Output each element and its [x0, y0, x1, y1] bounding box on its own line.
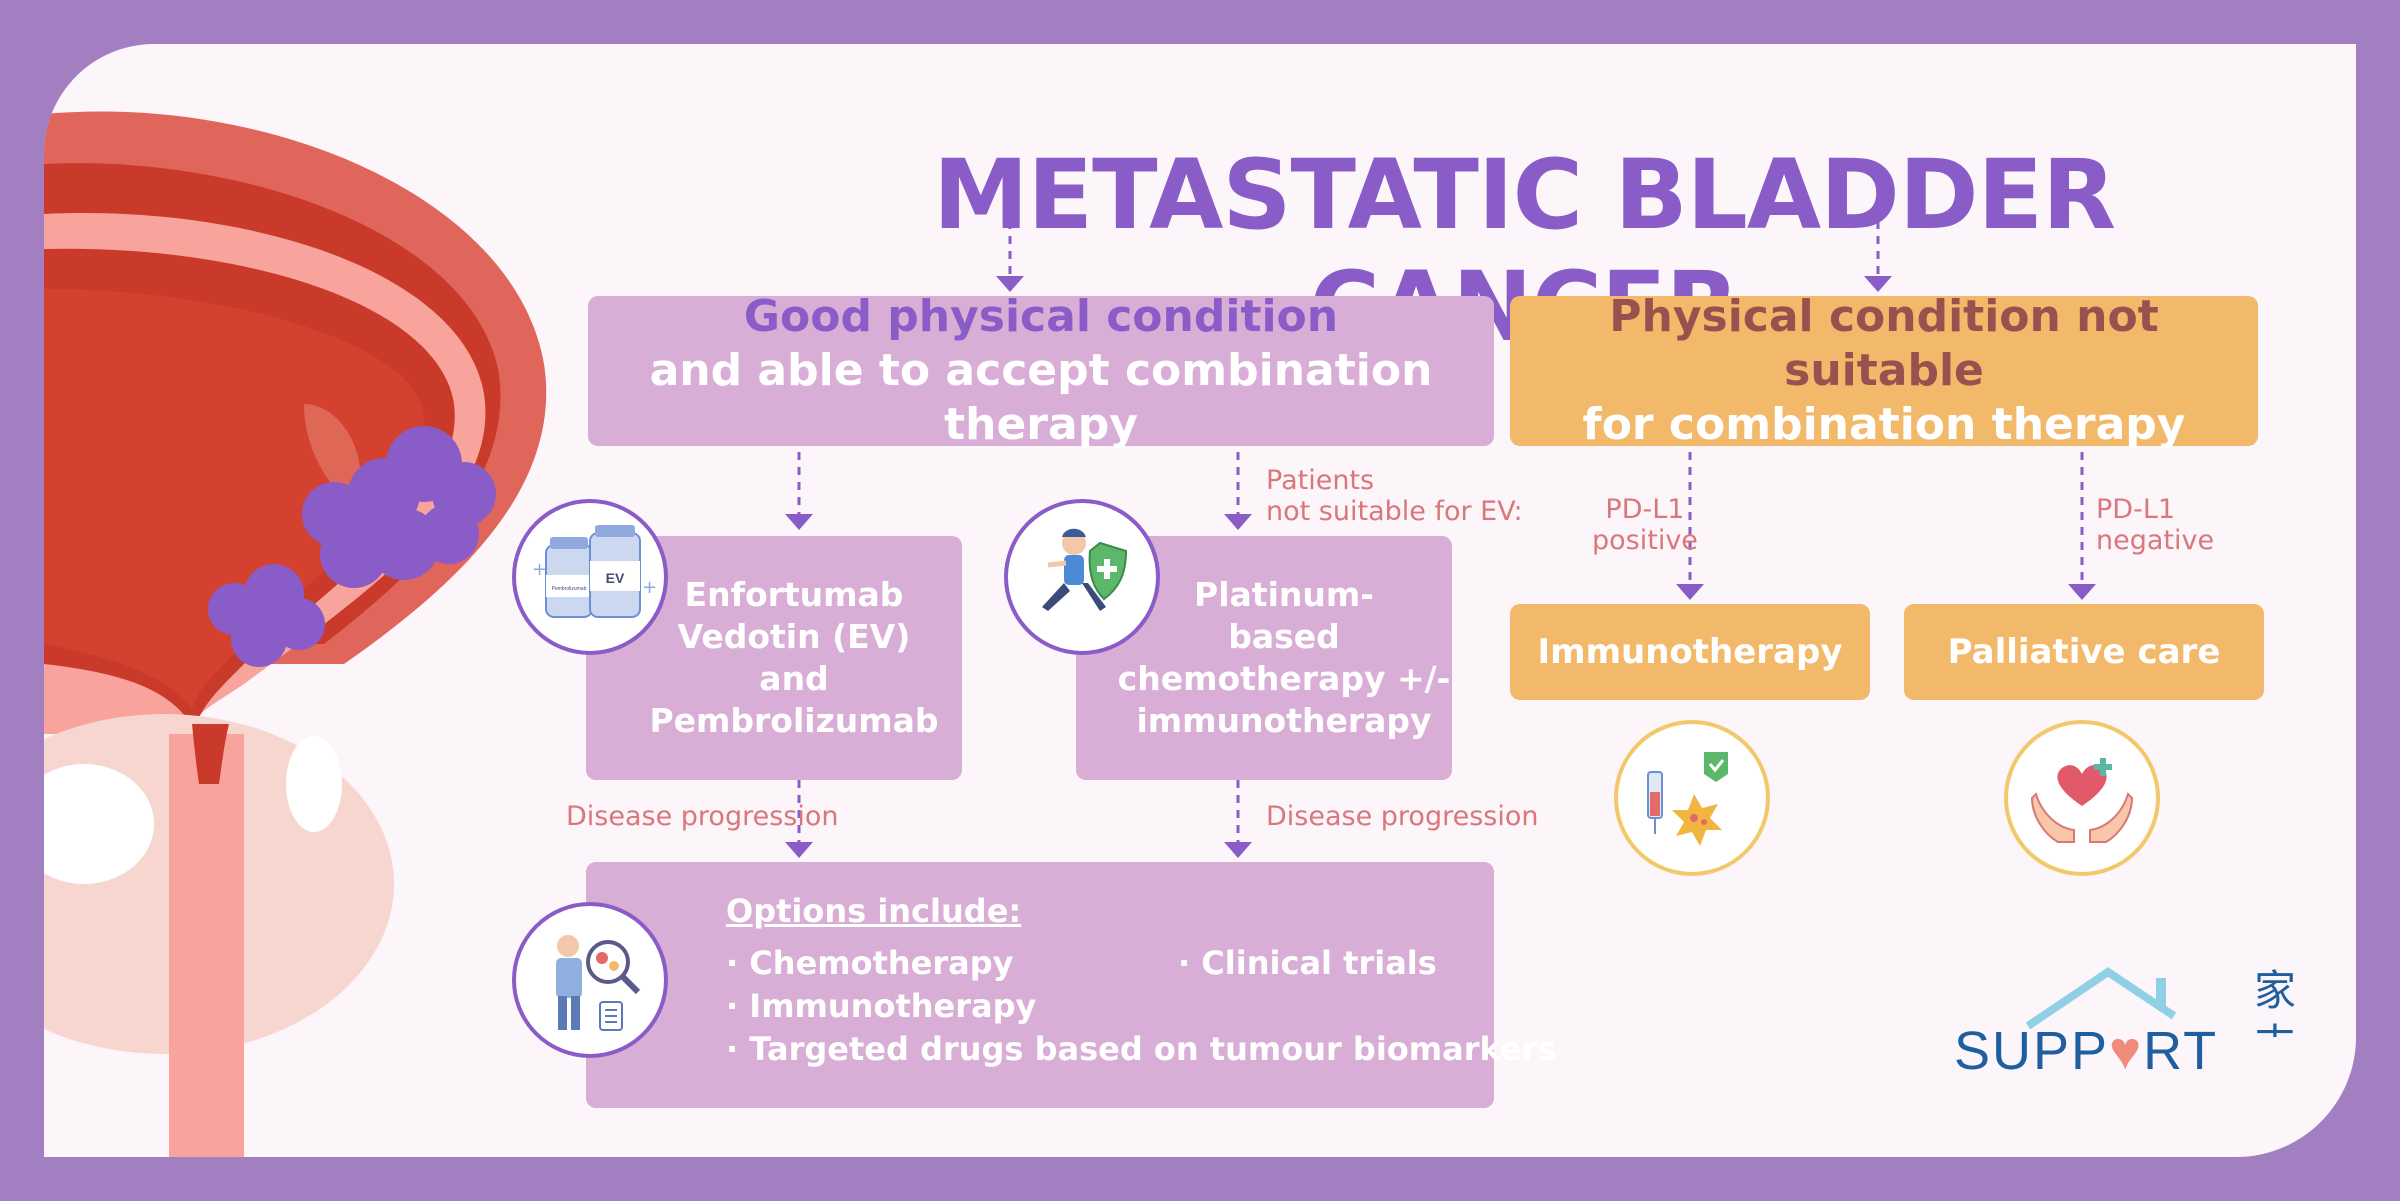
- flow-arrows: [785, 206, 2096, 858]
- plat-line4: immunotherapy: [1136, 701, 1432, 740]
- fighter-shield-icon: [1004, 499, 1160, 655]
- bottle-pem-label: Pembrolizumab: [552, 586, 587, 592]
- option-chemotherapy: · Chemotherapy: [726, 944, 1014, 982]
- options-heading: Options include:: [726, 892, 1022, 930]
- good-condition-box: Good physical condition and able to acce…: [588, 291, 1494, 450]
- plat-line2: based: [1228, 617, 1340, 656]
- logo-text-right: RT: [2143, 1021, 2219, 1081]
- pdl1-negative-note: PD-L1 negative: [2096, 494, 2214, 556]
- svg-text:+: +: [532, 559, 547, 580]
- palliative-care-box: Palliative care: [1904, 604, 2264, 700]
- ev-note-line2: not suitable for EV:: [1266, 496, 1523, 527]
- ev-not-suitable-note: Patients not suitable for EV:: [1266, 465, 1523, 527]
- pdl1-neg-line2: negative: [2096, 525, 2215, 556]
- ev-line3: and: [759, 659, 829, 698]
- immunotherapy-box: Immunotherapy: [1510, 604, 1870, 700]
- ev-line2: Vedotin (EV): [677, 617, 911, 656]
- bottle-ev-label: EV: [606, 570, 625, 586]
- disease-progression-right: Disease progression: [1266, 801, 1539, 832]
- ev-line4: Pembrolizumab: [649, 701, 939, 740]
- not-suitable-line2: for combination therapy: [1582, 399, 2186, 450]
- platinum-chemo-box: Platinum- based chemotherapy +/- immunot…: [1076, 536, 1452, 780]
- bladder-illustration: [44, 111, 547, 1157]
- option-immunotherapy: · Immunotherapy: [726, 987, 1037, 1025]
- logo-char-1: 家: [2254, 966, 2297, 1015]
- pdl1-pos-line1: PD-L1: [1605, 494, 1685, 525]
- option-targeted-drugs: · Targeted drugs based on tumour biomark…: [726, 1030, 1557, 1068]
- not-suitable-line1: Physical condition not suitable: [1609, 291, 2159, 396]
- disease-progression-left: Disease progression: [566, 801, 839, 832]
- pdl1-positive-note: PD-L1 positive: [1592, 494, 1698, 556]
- immunotherapy-icon: [1614, 720, 1770, 876]
- not-suitable-box: Physical condition not suitable for comb…: [1510, 291, 2258, 450]
- logo-text-left: SUPP: [1954, 1021, 2110, 1081]
- medicine-bottles-icon: EV Pembrolizumab + +: [512, 499, 668, 655]
- care-hands-heart-icon: [2004, 720, 2160, 876]
- ev-note-line1: Patients: [1266, 465, 1375, 496]
- ev-line1: Enfortumab: [684, 575, 904, 614]
- logo-heart-o-icon: ♥: [2109, 1021, 2144, 1081]
- option-clinical-trials: · Clinical trials: [1178, 944, 1437, 982]
- plat-line3: chemotherapy +/-: [1117, 659, 1451, 698]
- plat-line1: Platinum-: [1194, 575, 1374, 614]
- pdl1-pos-line2: positive: [1592, 525, 1698, 556]
- options-box: Options include: · Chemotherapy · Immuno…: [586, 862, 1556, 1108]
- pdl1-neg-line1: PD-L1: [2096, 494, 2176, 525]
- svg-text:+: +: [642, 577, 657, 598]
- house-roof-icon: [2025, 967, 2177, 1030]
- doctor-magnifier-icon: [512, 902, 668, 1058]
- good-condition-line2: and able to accept combination therapy: [649, 345, 1433, 450]
- infographic-frame: METASTATIC BLADDER CANCER Good physical …: [44, 44, 2356, 1157]
- good-condition-line1: Good physical condition: [743, 291, 1339, 342]
